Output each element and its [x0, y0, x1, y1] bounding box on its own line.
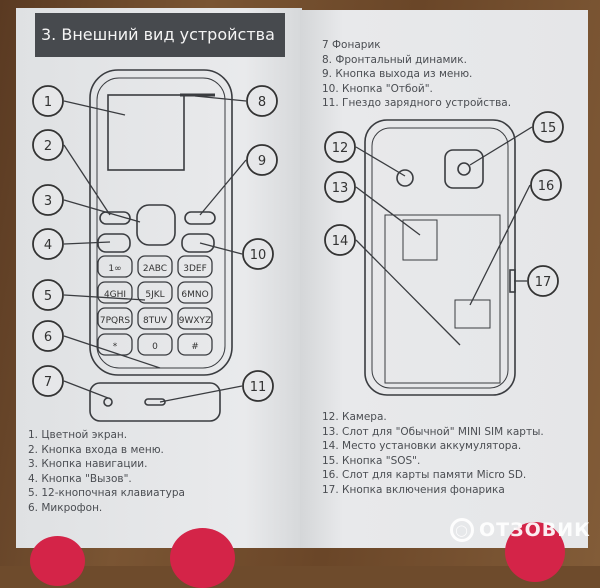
watermark: ◯ОТЗОВИК — [450, 518, 591, 542]
legend-item: 7 Фонарик — [322, 39, 381, 51]
keypad-key-label: 8TUV — [143, 316, 168, 326]
legend-item: 15. Кнопка "SOS". — [322, 454, 421, 467]
legend-item: 10. Кнопка "Отбой". — [322, 82, 433, 95]
keypad-key-label: # — [191, 342, 199, 352]
callout-number: 2 — [32, 129, 64, 161]
keypad-key-label: 5JKL — [145, 290, 164, 300]
keypad-key-label: * — [113, 342, 118, 352]
legend-item: 5. 12-кнопочная клавиатура — [28, 487, 185, 500]
end-key — [181, 233, 215, 253]
callout-number: 9 — [246, 144, 278, 176]
legend-item: 1. Цветной экран. — [28, 429, 128, 441]
legend-item: 14. Место установки аккумулятора. — [322, 440, 522, 453]
legend-item: 9. Кнопка выхода из меню. — [322, 68, 473, 81]
finger — [170, 528, 235, 588]
keypad-key — [137, 333, 173, 356]
camera — [396, 169, 414, 187]
callout-label: 1 — [44, 95, 52, 110]
legend-item: 2. Кнопка входа в меню. — [28, 443, 164, 456]
keypad-key — [137, 255, 173, 278]
callout-label: 6 — [44, 330, 52, 345]
keypad-key-label: 9WXYZ — [179, 316, 211, 326]
callout-number: 14 — [324, 224, 356, 256]
keypad-key-label: 7PQRS — [100, 316, 130, 326]
legend-item: 12. Камера. — [322, 411, 387, 423]
keypad-key — [137, 307, 173, 330]
callout-number: 7 — [32, 365, 64, 397]
left-legend-list: 1. Цветной экран. 2. Кнопка входа в меню… — [28, 428, 185, 516]
callout-label: 16 — [538, 179, 555, 194]
keypad-key-label: 0 — [152, 342, 158, 352]
legend-item: 3. Кнопка навигации. — [28, 458, 148, 471]
callout-label: 15 — [540, 121, 557, 136]
keypad-key — [97, 307, 133, 330]
callout-number: 3 — [32, 184, 64, 216]
callout-label: 13 — [332, 181, 349, 196]
sim-slot — [402, 219, 438, 261]
callout-label: 8 — [258, 95, 266, 110]
back-key — [184, 211, 216, 225]
sos-button — [444, 149, 484, 189]
keypad-key-label: 6MNO — [181, 290, 208, 300]
keypad-key — [177, 307, 213, 330]
watermark-text: ОТЗОВИК — [479, 519, 591, 541]
legend-item: 6. Микрофон. — [28, 501, 103, 514]
callout-label: 3 — [44, 194, 52, 209]
keypad-key — [97, 333, 133, 356]
callout-label: 12 — [332, 141, 349, 156]
legend-item: 4. Кнопка "Вызов". — [28, 472, 132, 485]
call-key — [97, 233, 131, 253]
keypad-key-label: 3DEF — [183, 264, 207, 274]
phone-bottom-view — [89, 382, 221, 422]
phone-front-outline — [89, 69, 233, 376]
callout-number: 15 — [532, 111, 564, 143]
finger — [30, 536, 85, 586]
sd-slot — [454, 299, 491, 329]
keypad-key — [137, 281, 173, 304]
legend-item: 17. Кнопка включения фонарика — [322, 483, 505, 496]
phone-screen — [107, 94, 185, 171]
right-top-legend-list: 7 Фонарик 8. Фронтальный динамик. 9. Кно… — [322, 38, 511, 111]
keypad-key-label: 2ABC — [143, 264, 167, 274]
callout-label: 14 — [332, 234, 349, 249]
callout-label: 7 — [44, 375, 52, 390]
callout-number: 10 — [242, 238, 274, 270]
keypad-key — [97, 281, 133, 304]
right-bottom-legend-list: 12. Камера. 13. Слот для "Обычной" MINI … — [322, 410, 544, 498]
callout-label: 10 — [250, 248, 267, 263]
keypad-key — [177, 255, 213, 278]
keypad-key — [177, 333, 213, 356]
callout-number: 8 — [246, 85, 278, 117]
callout-number: 16 — [530, 169, 562, 201]
callout-number: 4 — [32, 228, 64, 260]
callout-label: 9 — [258, 154, 266, 169]
keypad-key-label: 1∞ — [108, 264, 121, 274]
keypad-key — [97, 255, 133, 278]
otzovik-logo-icon: ◯ — [450, 518, 474, 542]
nav-key — [136, 204, 176, 246]
legend-item: 13. Слот для "Обычной" MINI SIM карты. — [322, 425, 544, 438]
callout-number: 6 — [32, 320, 64, 352]
callout-label: 17 — [535, 275, 552, 290]
keypad-key-label: 4GHI — [104, 290, 126, 300]
keypad-key — [177, 281, 213, 304]
menu-key — [99, 211, 131, 225]
callout-number: 11 — [242, 370, 274, 402]
callout-number: 1 — [32, 85, 64, 117]
callout-label: 2 — [44, 139, 52, 154]
callout-label: 4 — [44, 238, 52, 253]
legend-item: 11. Гнездо зарядного устройства. — [322, 97, 512, 110]
section-header: 3. Внешний вид устройства — [35, 13, 285, 57]
callout-number: 13 — [324, 171, 356, 203]
battery-bay — [384, 214, 501, 384]
legend-item: 8. Фронтальный динамик. — [322, 53, 467, 66]
callout-number: 17 — [527, 265, 559, 297]
callout-label: 5 — [44, 289, 52, 304]
legend-item: 16. Слот для карты памяти Micro SD. — [322, 469, 527, 482]
callout-label: 11 — [250, 380, 267, 395]
callout-number: 12 — [324, 131, 356, 163]
callout-number: 5 — [32, 279, 64, 311]
phone-back-outline — [364, 119, 516, 396]
